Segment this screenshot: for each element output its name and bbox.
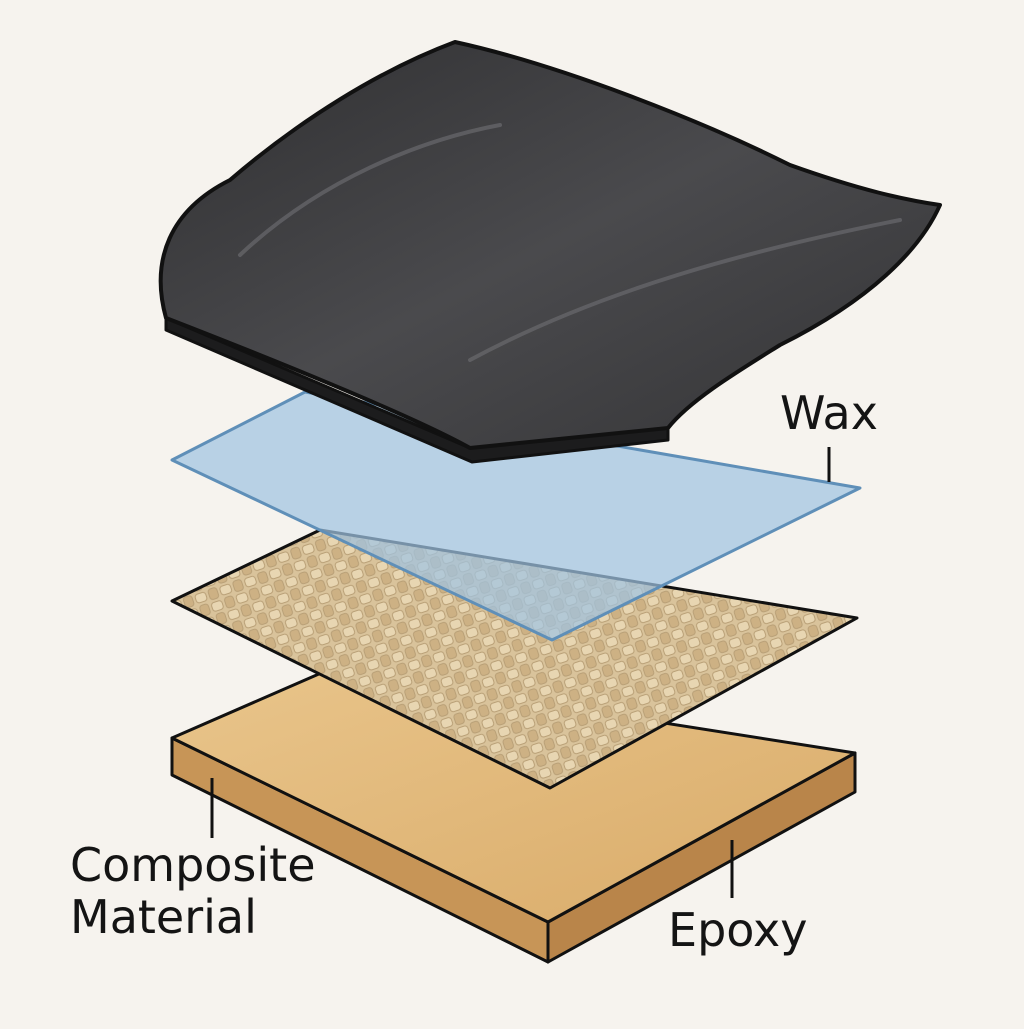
hood-top [158,40,942,450]
hood-crease [468,218,902,362]
woven-fabric [170,528,859,790]
composite-material-label: Composite Material [70,838,316,944]
car-hood [158,40,942,464]
wax-label-text: Wax [780,386,878,440]
epoxy-label-text: Epoxy [668,903,808,957]
hood-crease [238,123,502,257]
slab-top [170,668,857,924]
wax-label: Wax [780,386,878,440]
epoxy-label: Epoxy [668,903,808,957]
composite-label-line1: Composite [70,838,316,892]
wax-sheet [170,390,862,642]
composite-label-line2: Material [70,889,257,944]
epoxy-slab [170,668,857,964]
